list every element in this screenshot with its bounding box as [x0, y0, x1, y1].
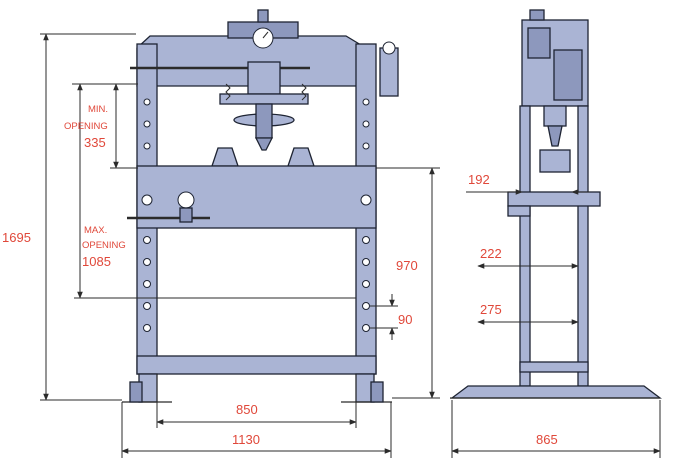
- dim-table-height: 970: [396, 258, 418, 273]
- side-v-block: [539, 149, 571, 173]
- side-bottom-beam: [519, 361, 589, 373]
- bottom-beam: [136, 355, 377, 375]
- front-view: [122, 9, 399, 403]
- table-gauge-icon: [177, 191, 195, 209]
- side-view: [450, 9, 662, 399]
- right-column-holes: [362, 98, 370, 332]
- dimension-labels: 1695 MIN. OPENING 335 MAX. OPENING 1085 …: [2, 104, 558, 447]
- side-base: [450, 385, 662, 399]
- side-table-left-arm: [507, 205, 531, 217]
- ram-tip: [254, 137, 274, 151]
- ram-plate: [219, 93, 309, 105]
- dimension-lines: [40, 33, 661, 458]
- dim-min-opening-label-1: MIN.: [88, 104, 108, 115]
- dim-max-opening-label-1: MAX.: [84, 225, 107, 236]
- dim-side-top-depth: 192: [468, 172, 490, 187]
- right-v-block: [287, 147, 315, 167]
- dim-max-opening-value: 1085: [82, 254, 111, 269]
- right-spring: [301, 83, 307, 101]
- left-v-block: [211, 147, 239, 167]
- top-fitting: [257, 9, 269, 23]
- table-left-pin: [141, 194, 153, 206]
- dim-hole-pitch: 90: [398, 312, 412, 327]
- dim-min-opening-value: 335: [84, 135, 106, 150]
- side-cylinder: [379, 47, 399, 97]
- dim-inner-width: 850: [236, 402, 258, 417]
- side-top-fitting: [529, 9, 545, 21]
- ram-piston: [255, 103, 273, 139]
- side-column-right: [577, 105, 589, 387]
- dim-min-opening-label-2: OPENING: [64, 121, 108, 132]
- dim-total-height: 1695: [2, 230, 31, 245]
- dim-outer-width: 1130: [232, 432, 260, 447]
- dim-max-opening-label-2: OPENING: [82, 240, 126, 251]
- dim-side-low-depth: 275: [480, 302, 502, 317]
- left-spring: [225, 83, 231, 101]
- dim-side-mid-depth: 222: [480, 246, 502, 261]
- dim-base-depth: 865: [536, 432, 558, 447]
- side-table: [507, 191, 601, 207]
- ram-housing: [247, 61, 281, 95]
- side-ram: [543, 105, 567, 127]
- table-right-pin: [360, 194, 372, 206]
- side-column-left: [519, 105, 531, 387]
- left-column-holes: [143, 98, 151, 332]
